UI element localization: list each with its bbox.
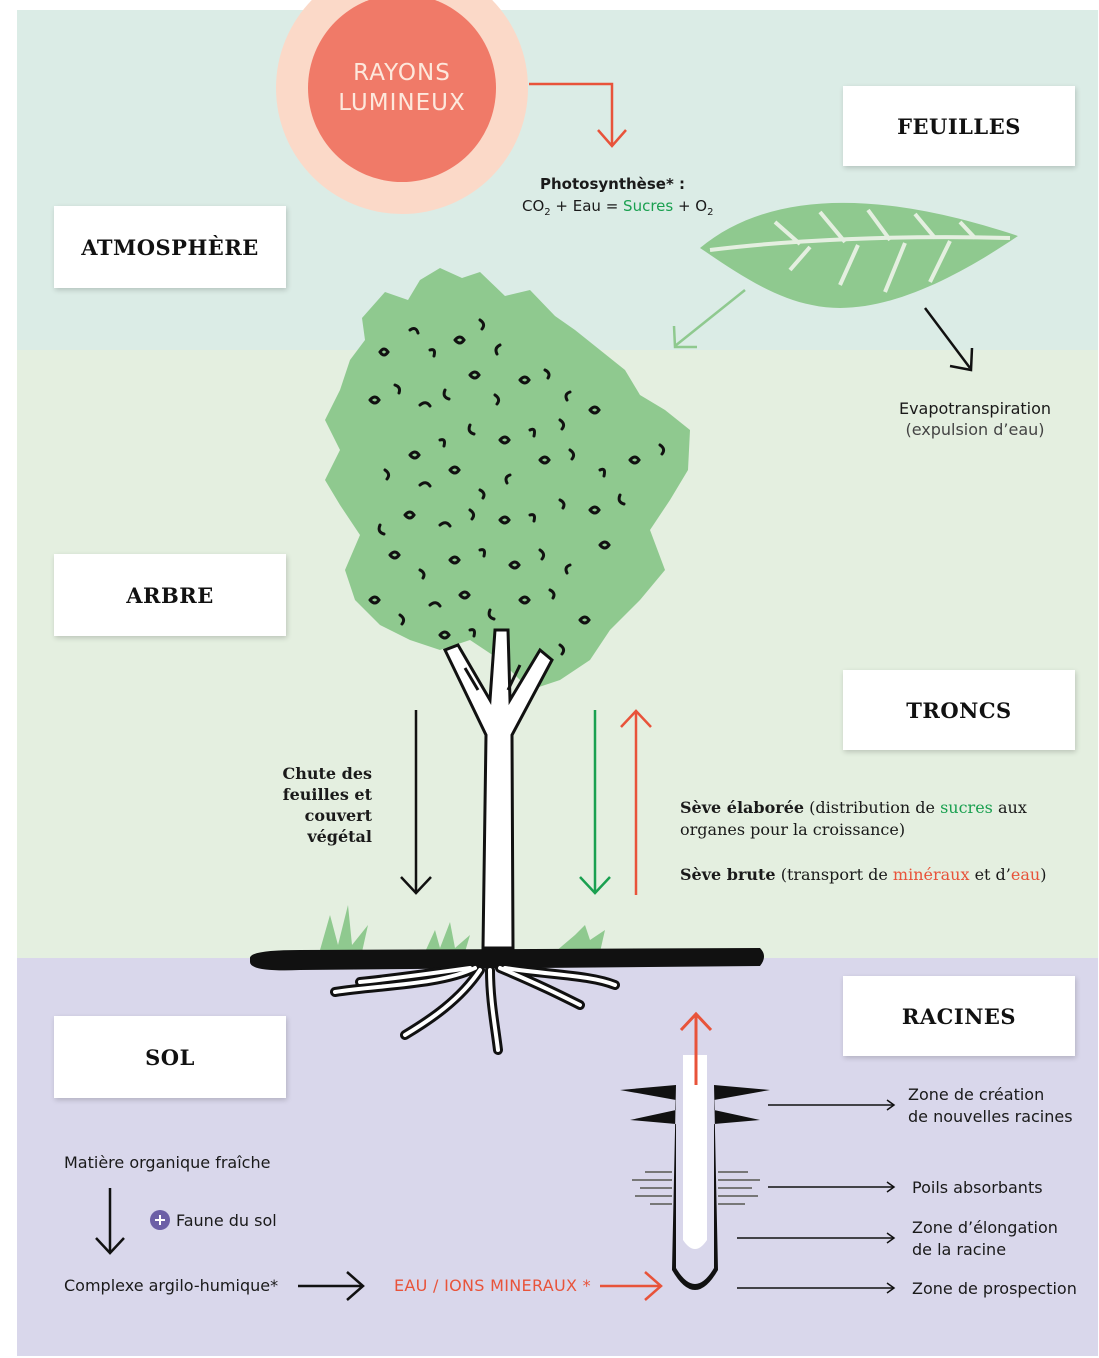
root-closeup-icon <box>620 1055 770 1290</box>
zone-prospection-text: Zone de prospection <box>912 1279 1077 1298</box>
arbre-label: ARBRE <box>54 554 286 636</box>
sun-label-line1: RAYONS <box>353 60 451 86</box>
feuilles-label: FEUILLES <box>843 86 1075 166</box>
zone-creation-line2: de nouvelles racines <box>908 1107 1073 1126</box>
eq-sucres: Sucres <box>623 197 674 215</box>
leaf-icon <box>700 202 1018 308</box>
tree-roots-fill <box>333 966 617 1052</box>
tree-trunk-icon <box>442 628 554 950</box>
zone-elongation-text: Zone d’élongation de la racine <box>912 1217 1058 1261</box>
zone-pointer-arrows <box>737 1099 896 1294</box>
leaf-to-tree-arrow <box>672 289 746 349</box>
zone-creation-line1: Zone de création <box>908 1085 1045 1104</box>
zone-elongation-line1: Zone d’élongation <box>912 1218 1058 1237</box>
eau-ions-text: EAU / IONS MINERAUX * <box>394 1276 591 1295</box>
matiere-text: Matière organique fraîche <box>64 1153 271 1172</box>
zone-creation-text: Zone de création de nouvelles racines <box>908 1084 1073 1128</box>
racines-label: RACINES <box>843 976 1075 1056</box>
chute-text: Chute des feuilles et couvert végétal <box>240 763 372 847</box>
seve-elaboree-text: Sève élaborée (distribution de sucres au… <box>680 798 1027 839</box>
photosynthesis-equation: CO2 + Eau = Sucres + O2 <box>522 196 714 223</box>
atmosphere-label: ATMOSPHÈRE <box>54 206 286 288</box>
evapo-text: Evapotranspiration (expulsion d’eau) <box>880 398 1070 440</box>
faune-text: Faune du sol <box>176 1211 277 1230</box>
seve-brute-label: Sève brute <box>680 865 776 884</box>
seve-elaboree-label: Sève élaborée <box>680 798 805 817</box>
seve-elaboree-line2: organes pour la croissance) <box>680 820 906 839</box>
root-up-arrow <box>679 1011 713 1085</box>
evapo-line1: Evapotranspiration <box>898 399 1052 418</box>
chute-arrow <box>400 710 432 895</box>
sol-label: SOL <box>54 1016 286 1098</box>
photosynthesis-title: Photosynthèse* : <box>540 175 686 193</box>
chute-line4: végétal <box>307 827 372 846</box>
seve-brute-text: Sève brute (transport de minéraux et d’e… <box>680 865 1047 884</box>
zone-elongation-line2: de la racine <box>912 1240 1007 1259</box>
complexe-arrow <box>298 1271 365 1301</box>
chute-line1: Chute des <box>282 764 372 783</box>
troncs-label: TRONCS <box>843 670 1075 750</box>
seve-elaboree-arrow <box>579 710 611 895</box>
grass-icon <box>320 905 605 952</box>
chute-line2: feuilles et <box>282 785 372 804</box>
eq-sub: 2 <box>544 207 551 218</box>
sun-icon <box>276 0 528 214</box>
eq-eau: + Eau = <box>550 197 624 215</box>
ground-line <box>250 948 764 971</box>
eq-o: + O <box>673 197 708 215</box>
matiere-down-arrow <box>95 1188 125 1255</box>
sun-label-line2: LUMINEUX <box>338 90 466 116</box>
evapo-line2: (expulsion d’eau) <box>905 420 1045 439</box>
eq-sub-b: 2 <box>707 207 714 218</box>
atmosphere-band <box>17 10 1098 350</box>
sun-label: RAYONS LUMINEUX <box>302 58 502 118</box>
zone-poils-text: Poils absorbants <box>912 1178 1043 1197</box>
complexe-text: Complexe argilo-humique* <box>64 1276 279 1295</box>
faune-plus-icon <box>150 1210 170 1230</box>
chute-line3: couvert <box>304 806 372 825</box>
tree-crown-icon <box>325 268 690 690</box>
eau-ions-arrow <box>600 1271 663 1301</box>
sun-arrow <box>529 82 627 148</box>
seve-brute-arrow <box>620 709 652 895</box>
eq-co: CO <box>522 197 545 215</box>
evapo-arrow <box>924 307 974 372</box>
